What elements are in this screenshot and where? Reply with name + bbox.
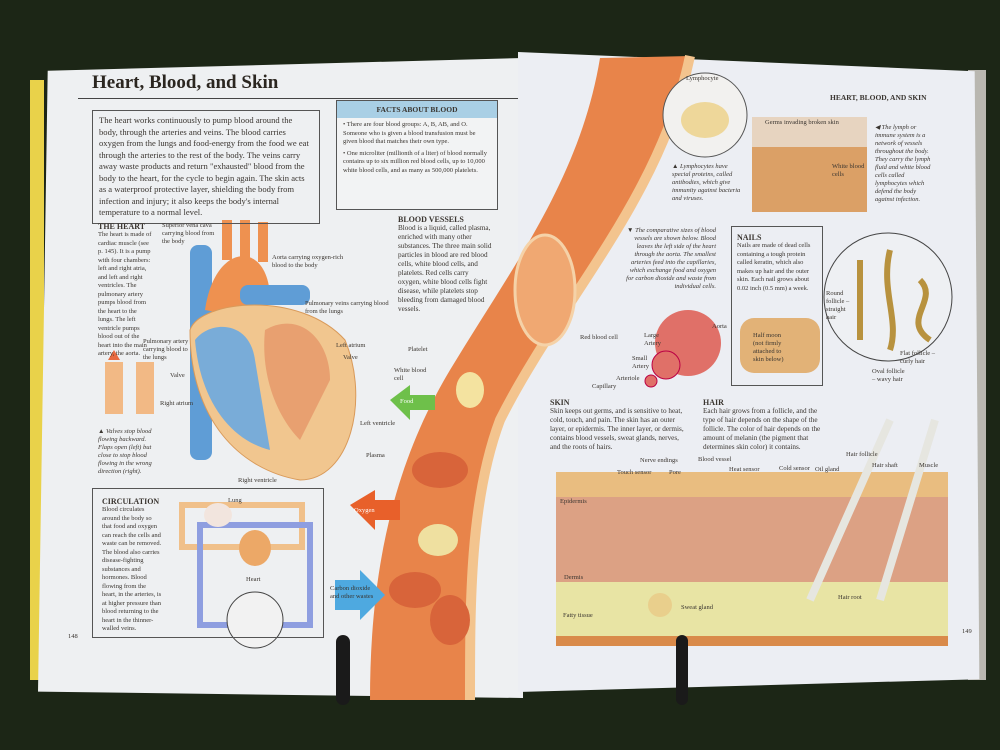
label-lung: Lung bbox=[228, 497, 242, 504]
label-pulmonary-artery: Pulmonary artery carrying blood to the l… bbox=[143, 338, 189, 361]
page-title: Heart, Blood, and Skin bbox=[92, 72, 279, 93]
label-oval-follicle: Oval follicle – wavy hair bbox=[872, 368, 905, 383]
facts-item-text: There are four blood groups: A, B, AB, a… bbox=[343, 121, 476, 145]
label-left-ventricle: Left ventricle bbox=[360, 420, 396, 427]
vessels-heading: BLOOD VESSELS bbox=[398, 215, 464, 224]
title-rule bbox=[78, 98, 518, 99]
label-plasma: Plasma bbox=[366, 452, 385, 459]
page-number-left: 148 bbox=[68, 633, 78, 640]
label-dermis: Dermis bbox=[564, 574, 584, 581]
label-arteriole: Arteriole bbox=[616, 375, 640, 382]
circulation-body: Blood circulates around the body so that… bbox=[102, 506, 162, 632]
label-heart: Heart bbox=[246, 576, 261, 583]
heart-body: The heart is made of cardiac muscle (see… bbox=[98, 231, 152, 357]
label-white-blood-cell: White blood cell bbox=[394, 367, 427, 382]
label-heat-sensor: Heat sensor bbox=[729, 466, 760, 473]
label-pulmonary-veins: Pulmonary veins carrying blood from the … bbox=[305, 300, 389, 315]
label-small-artery: Small Artery bbox=[632, 355, 649, 370]
label-red-blood-cell: Red blood cell bbox=[580, 334, 618, 341]
label-germs: Germs invading broken skin bbox=[765, 119, 839, 126]
label-blood-vessel: Blood vessel bbox=[698, 456, 732, 463]
circulation-box bbox=[92, 488, 324, 638]
nails-body: Nails are made of dead cells containing … bbox=[737, 242, 811, 292]
heart-section: THE HEART The heart is made of cardiac m… bbox=[98, 222, 153, 359]
nails-heading: NAILS bbox=[737, 233, 762, 242]
hair-body: Each hair grows from a follicle, and the… bbox=[703, 407, 821, 451]
label-nerve-endings: Nerve endings bbox=[640, 457, 678, 464]
label-co2: Carbon dioxide and other wastes bbox=[330, 585, 374, 600]
heart-heading: THE HEART bbox=[98, 222, 146, 231]
nails-box: NAILS Nails are made of dead cells conta… bbox=[731, 226, 823, 386]
label-capillary: Capillary bbox=[592, 383, 617, 390]
label-oil-gland: Oil gland bbox=[815, 466, 840, 473]
label-hair-follicle: Hair follicle bbox=[846, 451, 878, 458]
label-aorta-size: Aorta bbox=[712, 323, 727, 330]
label-flat-follicle: Flat follicle – curly hair bbox=[900, 350, 936, 365]
white-blood-cell bbox=[456, 372, 484, 408]
circulation-section: CIRCULATION Blood circulates around the … bbox=[102, 497, 162, 634]
label-round-follicle: Round follicle – straight hair bbox=[826, 290, 850, 321]
label-aorta: Aorta carrying oxygen-rich blood to the … bbox=[272, 254, 344, 269]
label-hair-root: Hair root bbox=[838, 594, 862, 601]
label-oxygen: Oxygen bbox=[354, 507, 375, 514]
lymph-caption: ◀ The lymph or immune system is a networ… bbox=[875, 124, 931, 203]
label-hair-shaft: Hair shaft bbox=[872, 462, 898, 469]
facts-box: FACTS ABOUT BLOOD • There are four blood… bbox=[336, 100, 498, 210]
label-right-atrium: Right atrium bbox=[160, 400, 194, 407]
intro-text: The heart works continuously to pump blo… bbox=[92, 110, 320, 224]
label-right-ventricle: Right ventricle bbox=[238, 477, 277, 484]
label-epidermis: Epidermis bbox=[560, 498, 587, 505]
label-large-artery: Large Artery bbox=[644, 332, 661, 347]
label-muscle: Muscle bbox=[919, 462, 939, 469]
skin-body: Skin keeps out germs, and is sensitive t… bbox=[550, 407, 684, 451]
red-blood-cell bbox=[412, 452, 468, 488]
label-half-moon: Half moon (not firmly attached to skin b… bbox=[753, 332, 784, 363]
heart-illustration bbox=[189, 220, 357, 481]
vessels-section: BLOOD VESSELS Blood is a liquid, called … bbox=[398, 215, 493, 314]
label-white-cells: White blood cells bbox=[832, 163, 865, 178]
label-sweat-gland: Sweat gland bbox=[681, 604, 713, 611]
label-valve-2: Valve bbox=[170, 372, 185, 379]
label-food: Food bbox=[400, 398, 414, 405]
running-header: HEART, BLOOD, AND SKIN bbox=[830, 93, 927, 102]
nail-illustration bbox=[740, 318, 820, 373]
label-left-atrium: Left atrium bbox=[336, 342, 366, 349]
circulation-heading: CIRCULATION bbox=[102, 497, 160, 506]
facts-item: • There are four blood groups: A, B, AB,… bbox=[343, 121, 476, 145]
label-touch-sensor: Touch sensor bbox=[617, 469, 652, 476]
sizes-caption: ▼ The comparative sizes of blood vessels… bbox=[626, 227, 716, 290]
vessels-body: Blood is a liquid, called plasma, enrich… bbox=[398, 224, 492, 313]
book-edge-left bbox=[30, 80, 44, 680]
valves-caption: ▲ Valves stop blood flowing backward. Fl… bbox=[98, 428, 152, 475]
skin-section: SKIN Skin keeps out germs, and is sensit… bbox=[550, 398, 690, 452]
label-valve: Valve bbox=[343, 354, 358, 361]
label-platelet: Platelet bbox=[408, 346, 428, 353]
label-svc: Superior vena cava carrying blood from t… bbox=[162, 222, 215, 245]
facts-title: FACTS ABOUT BLOOD bbox=[337, 101, 497, 118]
facts-item-text: One microliter (millionth of a liter) of… bbox=[343, 149, 487, 174]
nails-section: NAILS Nails are made of dead cells conta… bbox=[732, 227, 822, 299]
label-lymphocyte: Lymphocyte bbox=[686, 75, 719, 82]
lymphocyte-caption: ▲ Lymphocytes have special proteins, cal… bbox=[672, 163, 741, 202]
page-number-right: 149 bbox=[962, 628, 972, 635]
hair-section: HAIR Each hair grows from a follicle, an… bbox=[703, 398, 821, 452]
skin-heading: SKIN bbox=[550, 398, 570, 407]
skin-cross-section bbox=[556, 418, 948, 646]
label-cold-sensor: Cold sensor bbox=[779, 465, 810, 472]
hair-heading: HAIR bbox=[703, 398, 724, 407]
label-pore: Pore bbox=[669, 469, 681, 476]
facts-item: • One microliter (millionth of a liter) … bbox=[343, 149, 487, 174]
label-fatty-tissue: Fatty tissue bbox=[563, 612, 593, 619]
